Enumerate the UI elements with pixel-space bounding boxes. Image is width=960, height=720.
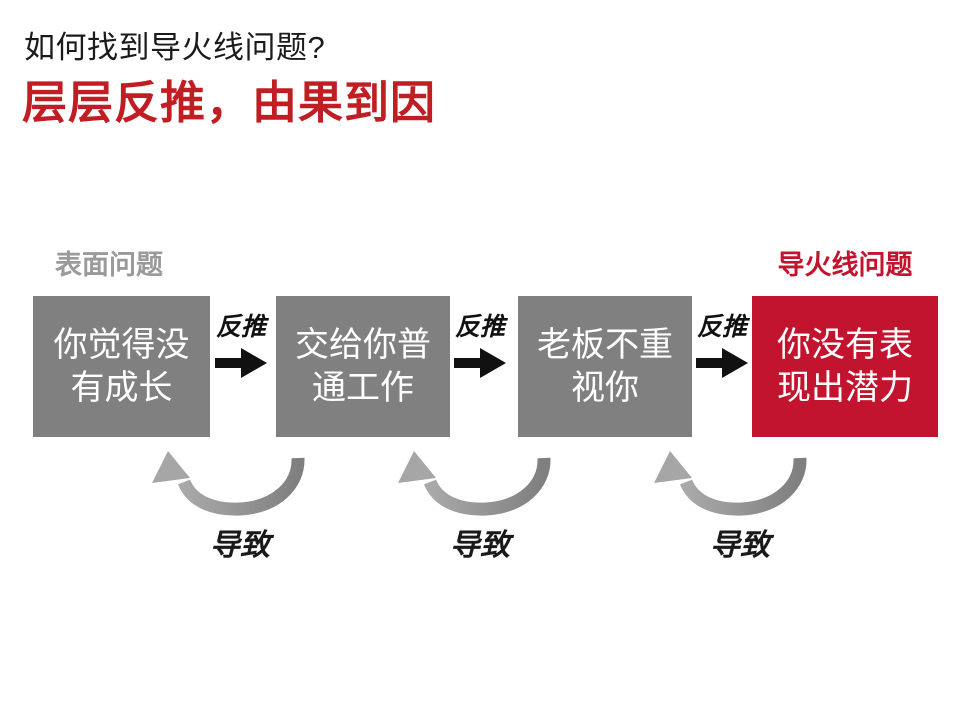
flow-box-surface-1: 你觉得没 有成长 [33,296,210,437]
reverse-connector-2: 反推 [452,313,508,378]
cause-curved-arrow-icon-1 [152,451,305,516]
cause-curved-arrow-icon-2 [398,451,551,516]
flow-box-fuse: 你没有表 现出潜力 [752,296,938,437]
right-arrow-icon [696,347,748,378]
cause-label-3: 导致 [710,529,770,562]
reverse-label-3: 反推 [696,313,747,341]
cause-curved-arrow-icon-3 [654,451,807,516]
reverse-label-1: 反推 [215,313,266,341]
cause-label-2: 导致 [450,529,510,562]
reverse-connector-3: 反推 [694,313,750,378]
reverse-connector-1: 反推 [213,313,269,378]
cause-label-1: 导致 [210,529,270,562]
page-title: 如何找到导火线问题? [24,30,326,65]
reverse-label-2: 反推 [454,313,505,341]
fuse-problem-label: 导火线问题 [777,250,913,280]
flow-box-surface-2: 交给你普 通工作 [276,296,450,437]
page-subtitle: 层层反推，由果到因 [22,77,437,128]
flow-box-surface-3: 老板不重 视你 [518,296,692,437]
surface-problem-label: 表面问题 [55,250,163,280]
right-arrow-icon [454,347,506,378]
right-arrow-icon [215,347,267,378]
